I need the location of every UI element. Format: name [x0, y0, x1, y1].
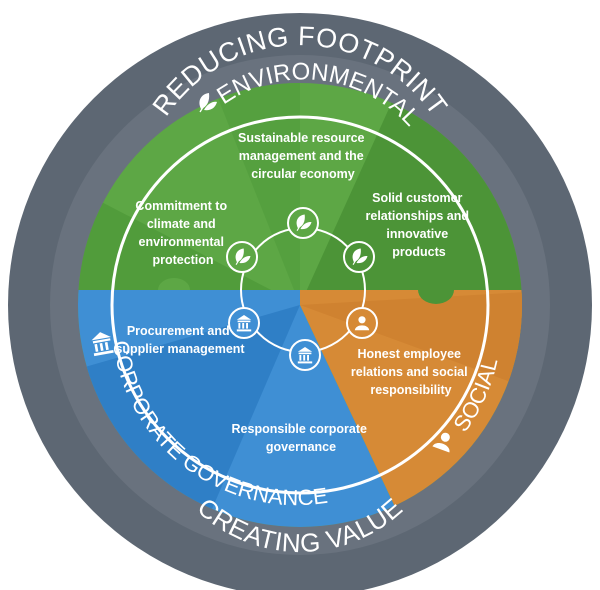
- puzzle-knob-env-left: [158, 278, 190, 290]
- leaf-icon-top: [287, 207, 319, 239]
- leaf-icon-left: [226, 241, 258, 273]
- environmental-shade: [195, 83, 300, 305]
- topic-procurement: Procurement and supplier management: [115, 324, 245, 356]
- topic-sustainable-resource: Sustainable resource management and the …: [238, 131, 368, 181]
- leaf-icon-right: [343, 241, 375, 273]
- topic-responsible-governance: Responsible corporate governance: [232, 422, 371, 454]
- person-icon-right: [346, 307, 378, 339]
- puzzle-knob-env-right: [418, 290, 454, 304]
- topic-solid-customer: Solid customer relationships and innovat…: [366, 191, 473, 259]
- columns-icon-bottom: [289, 339, 321, 371]
- topic-honest-employee: Honest employee relations and social res…: [351, 347, 471, 397]
- columns-icon-left: [228, 307, 260, 339]
- white-ring: [110, 115, 490, 495]
- topic-commitment-climate: Commitment to climate and environmental …: [135, 199, 230, 267]
